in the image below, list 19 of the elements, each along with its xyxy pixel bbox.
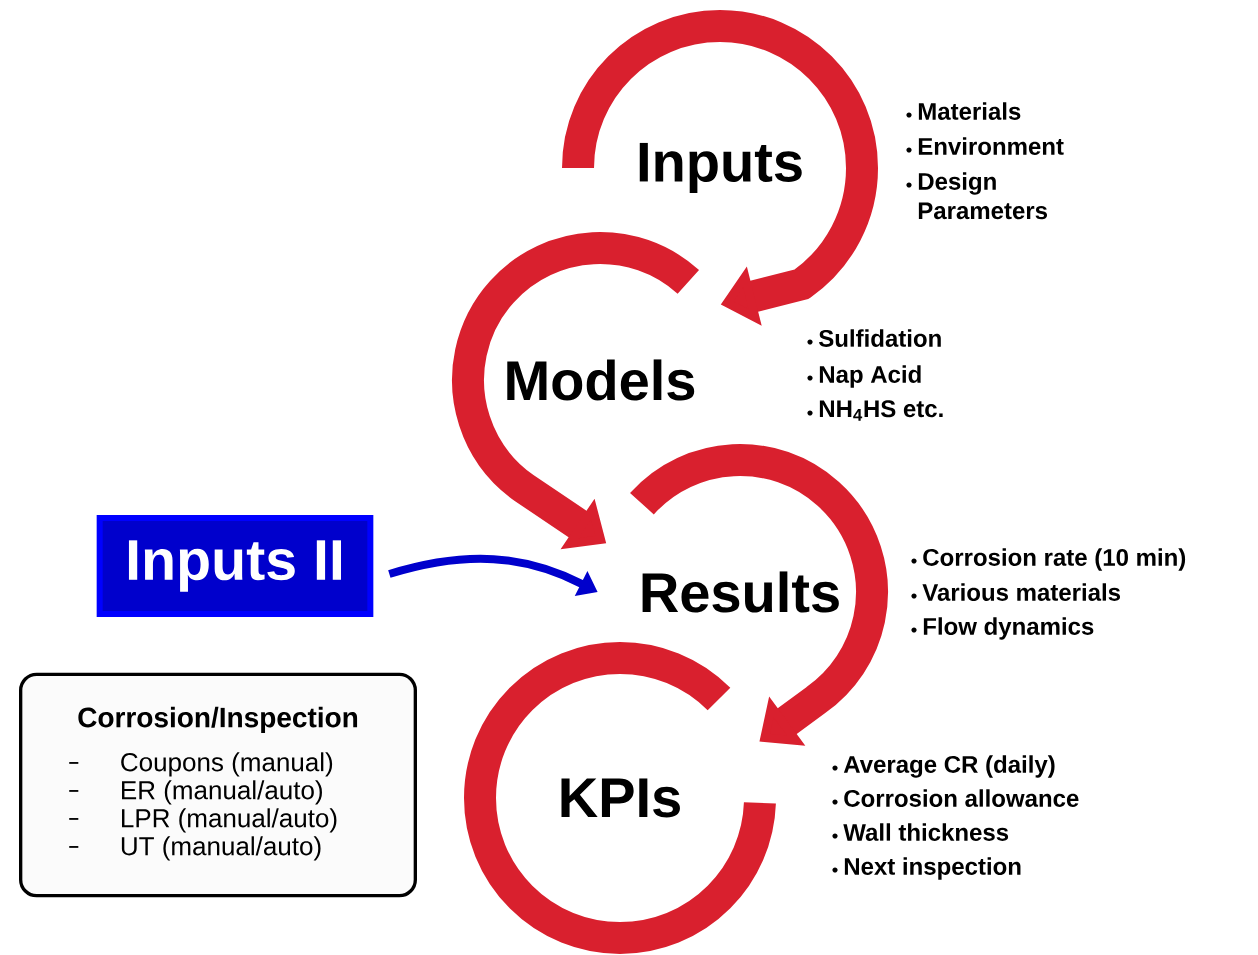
bullet-item: Flow dynamics [923, 617, 1094, 640]
bullet-item: Sulfidation [818, 329, 941, 347]
bullet-item: Environment [918, 137, 1064, 155]
info-box: Corrosion/Inspection Coupons (manual) ER (manual/auto) LPR (manual/auto) UT (manual/auto) [19, 672, 417, 898]
bullet-item: Wall thickness [843, 823, 1009, 841]
bullet-item: Next inspection [844, 857, 1021, 880]
bullet-item: Corrosion rate (10 min) [923, 548, 1186, 571]
bullet-item: Average CR (daily) [843, 755, 1055, 778]
bullet-item: NH$_{4}$HS etc. [819, 400, 943, 421]
bullet-item: Corrosion allowance [844, 789, 1079, 807]
bullet-item: Various materials [922, 583, 1121, 601]
step-label: Inputs [639, 142, 802, 194]
step-label: Results [642, 571, 839, 613]
step-label: Models [507, 359, 695, 401]
bullet-item: Nap Acid [819, 365, 921, 388]
bullet-item: Materials [918, 102, 1021, 120]
step-label: KPIs [561, 778, 680, 818]
input-box: Inputs II [96, 515, 374, 617]
bullet-item: Design Parameters [918, 172, 1047, 220]
